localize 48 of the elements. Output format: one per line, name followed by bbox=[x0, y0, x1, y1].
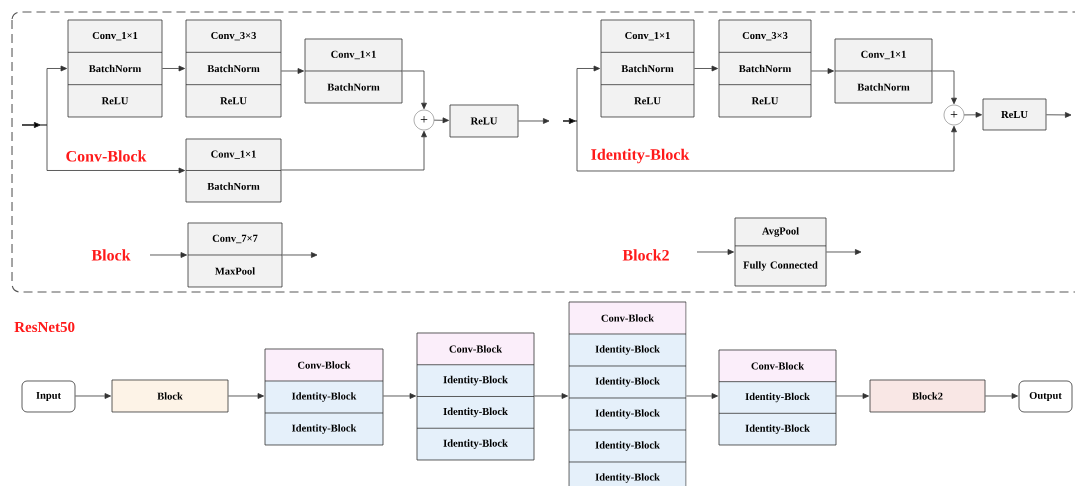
block-label: Conv-Block bbox=[66, 150, 147, 162]
arrow bbox=[696, 249, 734, 255]
terminal-box: Output bbox=[1018, 380, 1073, 413]
block-label: Block2 bbox=[622, 249, 669, 261]
block-stack: Conv-Block Identity-Block Identity-Block bbox=[718, 349, 837, 446]
terminal-box: Input bbox=[21, 380, 76, 413]
arrow bbox=[282, 252, 318, 258]
block-label: Block bbox=[91, 249, 131, 261]
arrow bbox=[686, 393, 718, 399]
arrow bbox=[21, 122, 185, 174]
arrow bbox=[383, 393, 416, 399]
layer-stack: AvgPool Fully Connected bbox=[734, 217, 827, 287]
block-label: Identity-Block bbox=[591, 148, 690, 164]
layer-stack: Conv_3×3 BatchNorm ReLU bbox=[718, 19, 812, 118]
block-stack: Conv-Block Identity-Block Identity-Block Identity-Block bbox=[416, 332, 535, 461]
layer-stack: Conv_1×1 BatchNorm bbox=[834, 38, 933, 104]
arrow bbox=[963, 111, 982, 118]
arrow bbox=[518, 118, 550, 124]
layer-stack: Conv_1×1 BatchNorm ReLU bbox=[67, 19, 163, 118]
layer-stack: ReLU bbox=[982, 98, 1047, 131]
arrow bbox=[811, 68, 834, 74]
arrow bbox=[562, 118, 957, 172]
arrow bbox=[1046, 112, 1072, 118]
layer-box: Block bbox=[111, 379, 229, 413]
arrow bbox=[149, 252, 187, 258]
arrow bbox=[75, 393, 111, 399]
arrow bbox=[826, 249, 862, 255]
arrow bbox=[228, 393, 264, 399]
arrow bbox=[162, 65, 185, 72]
arrow bbox=[433, 117, 449, 124]
layer-stack: Conv_1×1 BatchNorm ReLU bbox=[600, 19, 695, 118]
section-label: ResNet50 bbox=[14, 321, 75, 333]
layer-box: Block2 bbox=[869, 379, 986, 413]
layer-stack: Conv_3×3 BatchNorm ReLU bbox=[185, 19, 282, 118]
block-stack: Conv-Block Identity-Block Identity-Block Identity-Block Identity-Block Identity-Block bbox=[568, 301, 687, 486]
arrow bbox=[534, 393, 568, 399]
layer-stack: Conv_1×1 BatchNorm bbox=[304, 38, 403, 104]
layer-stack: ReLU bbox=[449, 104, 519, 138]
arrow bbox=[985, 393, 1018, 399]
layer-stack: Conv_1×1 BatchNorm bbox=[185, 138, 282, 203]
arrow bbox=[402, 70, 427, 110]
arrow bbox=[281, 68, 304, 74]
arrow bbox=[694, 65, 718, 72]
arrow bbox=[281, 130, 427, 171]
block-stack: Conv-Block Identity-Block Identity-Block bbox=[264, 348, 384, 446]
arrow bbox=[932, 70, 957, 105]
layer-stack: Conv_7×7 MaxPool bbox=[187, 222, 283, 288]
arrow bbox=[836, 393, 869, 399]
